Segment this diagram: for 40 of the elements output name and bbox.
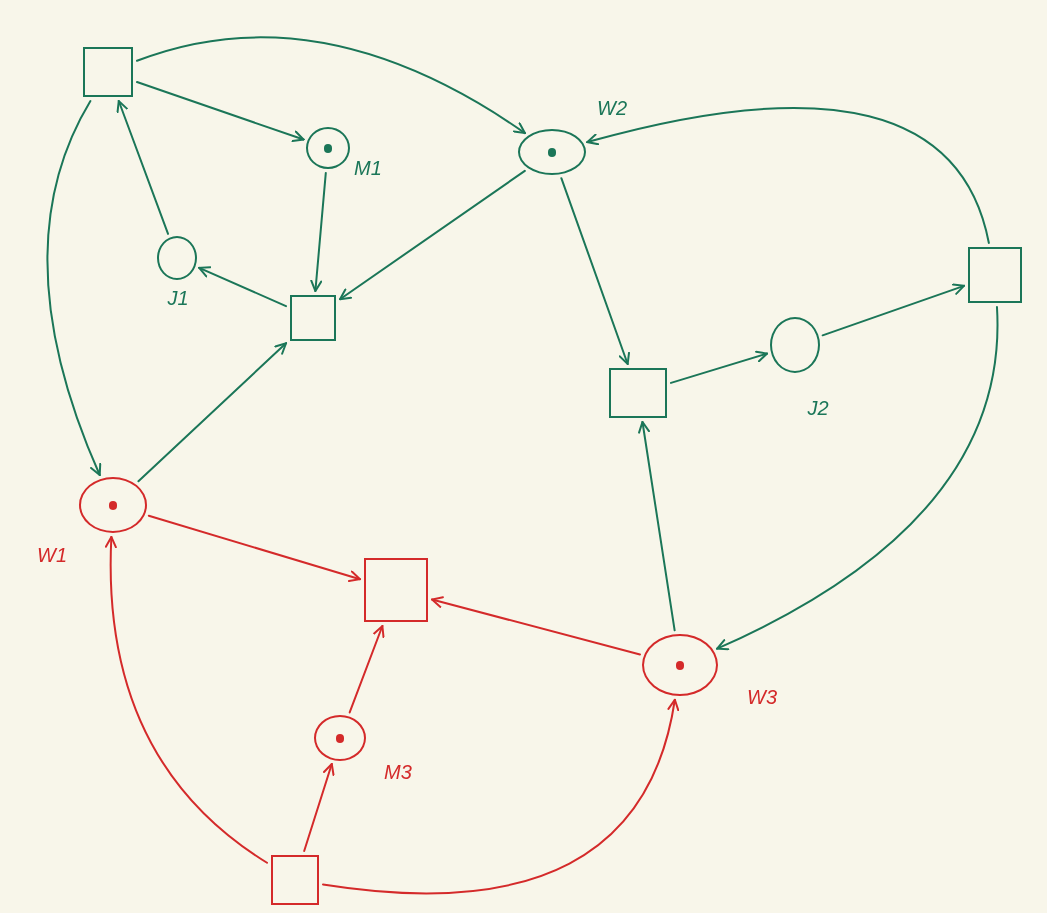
place-label: M1 [354, 158, 382, 178]
arrow [136, 36, 526, 135]
arrow [586, 106, 990, 244]
arrow [137, 342, 287, 483]
arrow [116, 100, 170, 235]
arrow [322, 698, 679, 895]
transition-box [271, 855, 319, 905]
arrow [821, 283, 965, 337]
arrow [147, 514, 361, 583]
place-label: W3 [747, 687, 777, 707]
arrow [303, 762, 335, 852]
arrow [339, 169, 526, 301]
place-label: J1 [167, 288, 189, 308]
place-circle [770, 317, 820, 373]
place-circle [79, 477, 147, 533]
place-label: W1 [37, 545, 67, 565]
transition-box [609, 368, 667, 418]
transition-box [83, 47, 133, 97]
transition-box [290, 295, 336, 341]
arrow [670, 350, 769, 384]
arrow [560, 177, 630, 365]
arrow [136, 81, 305, 142]
place-circle [306, 127, 350, 169]
place-circle [157, 236, 197, 280]
place-circle [642, 634, 718, 696]
place-label: W2 [597, 98, 627, 118]
arrow [638, 421, 676, 632]
arrow [310, 171, 327, 292]
arrow [431, 596, 641, 656]
place-label: M3 [384, 762, 412, 782]
arrow [46, 100, 102, 476]
transition-box [364, 558, 428, 622]
arrow [198, 266, 287, 308]
place-circle [314, 715, 366, 761]
arrow [105, 535, 268, 864]
place-label: J2 [807, 398, 829, 418]
arrow [716, 306, 998, 650]
arrow [348, 625, 385, 714]
transition-box [968, 247, 1022, 303]
place-circle [518, 129, 586, 175]
